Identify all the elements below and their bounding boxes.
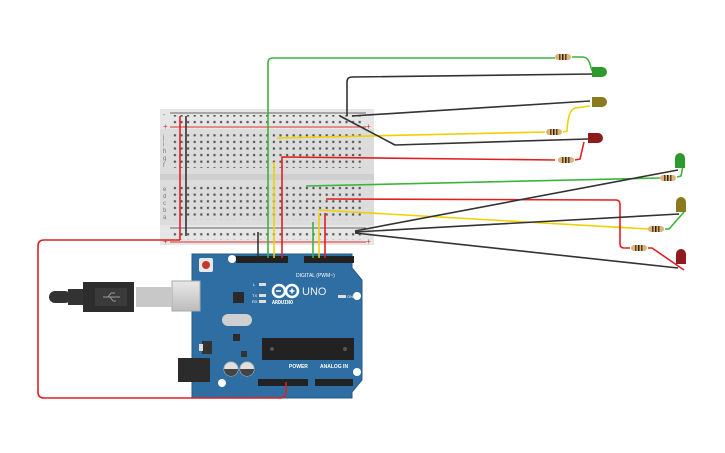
breadboard[interactable]: - + + + + j i h g f e d c b a (160, 109, 374, 246)
mounting-hole (228, 255, 236, 263)
row-label-j: j (162, 135, 164, 141)
small-component (241, 351, 247, 357)
on-label: ON (347, 294, 353, 299)
reset-button-cap[interactable] (202, 261, 210, 269)
led-rx (259, 300, 266, 303)
usb-cable-end (49, 291, 71, 303)
led-tx (259, 294, 266, 297)
terminal-strip-bottom[interactable] (172, 186, 362, 220)
power-jack (178, 358, 210, 382)
row-label-a: a (163, 215, 167, 221)
led-l-label: L (253, 282, 256, 287)
arduino-uno-board[interactable]: DIGITAL (PWM~) L TX RX ON UNO ARDUINO (171, 253, 363, 399)
wire-yellow-right[interactable] (317, 209, 649, 230)
rail-minus-label: - (163, 112, 166, 119)
resistor[interactable] (558, 157, 574, 163)
digital-header-right[interactable] (304, 256, 354, 263)
wire-green-led-lead[interactable] (572, 56, 593, 72)
row-label-h: h (163, 149, 166, 155)
wire-yellow-led-lead[interactable] (562, 105, 591, 133)
chip-dot (270, 347, 274, 351)
wire-black-green-right[interactable] (354, 169, 679, 232)
wire-red-right[interactable] (325, 198, 630, 249)
usb-cable[interactable] (49, 282, 172, 312)
wire-yellow-top[interactable] (276, 131, 546, 139)
capacitor-mark (240, 369, 254, 376)
wire-yellow-right-lead[interactable] (665, 211, 685, 230)
analog-header-label: ANALOG IN (320, 364, 348, 370)
rail-plus-label-bottom-right: + (366, 237, 371, 246)
usb-plug-metal (136, 287, 172, 307)
green-led-top[interactable] (592, 67, 607, 77)
analog-header[interactable] (315, 379, 353, 386)
wire-red-right-lead[interactable] (648, 247, 685, 271)
wires[interactable] (37, 56, 685, 399)
wire-red-5v[interactable] (37, 239, 287, 399)
brand-label: ARDUINO (272, 300, 293, 306)
usb-chip (233, 292, 244, 303)
mounting-hole (218, 379, 226, 387)
terminal-strip-top[interactable] (172, 134, 362, 168)
leds[interactable] (588, 67, 686, 264)
mounting-hole (353, 368, 361, 376)
yellow-led-right[interactable] (676, 197, 686, 212)
led-on (338, 295, 346, 298)
resistor[interactable] (555, 54, 571, 60)
capacitor-mark (224, 369, 238, 376)
wire-green-right-lead[interactable] (676, 165, 684, 178)
wire-green-right[interactable] (305, 177, 661, 187)
row-label-g: g (163, 156, 166, 162)
yellow-led-top[interactable] (592, 97, 607, 107)
small-chip (233, 334, 240, 341)
digital-header-label: DIGITAL (PWM~) (296, 273, 335, 279)
row-label-f: f (163, 163, 165, 169)
resistor[interactable] (546, 129, 562, 135)
row-label-b: b (163, 208, 167, 214)
wire-black-red-right[interactable] (354, 232, 679, 269)
atmega-chip (262, 338, 354, 360)
power-header-label: POWER (289, 364, 308, 370)
model-label: UNO (302, 286, 327, 298)
usb-icon (103, 292, 120, 302)
usb-strain-relief (68, 289, 83, 305)
resistor[interactable] (648, 226, 664, 232)
red-led-top[interactable] (588, 133, 603, 143)
power-header[interactable] (258, 379, 308, 386)
wire-black-green-led[interactable] (346, 73, 594, 116)
voltage-regulator (202, 341, 212, 354)
green-led-right[interactable] (675, 153, 685, 168)
wire-black-yellow-right[interactable] (354, 213, 680, 233)
row-label-d: d (163, 194, 166, 200)
arduino-logo-icon (271, 283, 300, 299)
rail-plus-label-right: + (366, 122, 371, 131)
led-tx-label: TX (252, 293, 257, 298)
row-label-i: i (163, 142, 164, 148)
rail-plus-label: + (163, 122, 168, 131)
digital-header-left[interactable] (236, 256, 288, 263)
wire-black-yellow-led[interactable] (351, 100, 591, 117)
crystal (222, 314, 252, 326)
usb-port (171, 280, 201, 312)
arduino-pcb (191, 253, 363, 399)
red-led-right[interactable] (676, 249, 686, 264)
resistor[interactable] (631, 245, 647, 251)
row-label-e: e (163, 187, 167, 193)
mounting-hole (353, 292, 361, 300)
wire-red-led-lead[interactable] (574, 141, 585, 161)
led-rx-label: RX (252, 299, 258, 304)
bottom-rail-holes[interactable] (172, 230, 362, 240)
wire-black-red-led[interactable] (339, 115, 589, 146)
resistor[interactable] (660, 175, 676, 181)
regulator-tab (199, 344, 203, 351)
led-l (259, 283, 266, 286)
wire-green-pin12[interactable] (267, 57, 555, 258)
row-label-c: c (163, 201, 166, 207)
resistors[interactable] (546, 54, 676, 251)
rail-plus-label-bottom: + (163, 237, 168, 246)
chip-dot (343, 347, 347, 351)
wire-red-pin10[interactable] (281, 156, 556, 258)
top-rail-holes[interactable] (172, 115, 362, 125)
center-channel (160, 174, 374, 180)
